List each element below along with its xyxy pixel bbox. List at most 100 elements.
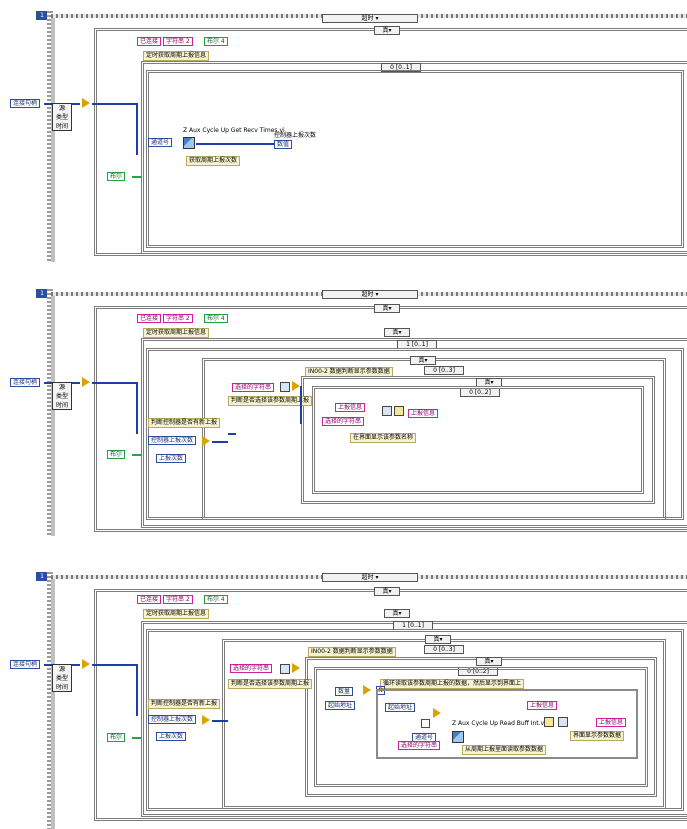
multiply-node xyxy=(363,685,371,695)
time-type-label: 源类型时间 xyxy=(52,382,72,410)
for-loop-frame xyxy=(376,689,638,759)
connection-handle-input[interactable]: 连接句柄 xyxy=(10,378,41,387)
outer-case-selector[interactable]: 真▾ xyxy=(374,304,400,313)
connected-tag[interactable]: 已连接 xyxy=(137,37,162,46)
interface-caption: 界面显示参数数据 xyxy=(570,731,625,741)
vi-icon[interactable] xyxy=(183,137,195,149)
case4-selector[interactable]: 真▾ xyxy=(425,635,451,644)
loop-caption: 循环读取该参数周期上报的数据，然后显示到界面上 xyxy=(380,679,525,689)
frame-index[interactable]: 1 xyxy=(36,289,48,298)
case2-selector[interactable]: 真▾ xyxy=(384,328,410,337)
timeout-case-selector[interactable]: 超时 ▾ xyxy=(322,14,418,23)
axis-input[interactable]: 通道号 xyxy=(148,138,173,147)
report-info-input[interactable]: 上报信息 xyxy=(527,701,558,710)
wire xyxy=(132,176,142,178)
connection-handle-input[interactable]: 连接句柄 xyxy=(10,99,41,108)
wire xyxy=(212,441,228,443)
wire xyxy=(132,454,142,456)
concat-icon xyxy=(558,717,568,727)
output-indicator[interactable]: 数值 xyxy=(274,140,293,149)
wire xyxy=(196,143,274,145)
case3-selector[interactable]: 0 [0..3] xyxy=(424,645,464,654)
timeout-case-selector[interactable]: 超时 ▾ xyxy=(322,573,418,582)
case4-selector[interactable]: 真▾ xyxy=(410,356,436,365)
case5-container-selector[interactable]: 真▾ xyxy=(476,657,502,666)
bool-input[interactable]: 布尔 xyxy=(107,450,126,459)
count-input[interactable]: 数量 xyxy=(335,687,354,696)
outer-case-selector[interactable]: 真▾ xyxy=(374,587,400,596)
match-icon xyxy=(280,382,290,392)
bool-input[interactable]: 布尔 xyxy=(107,733,126,742)
array-icon xyxy=(382,406,392,416)
interface-caption: 在界面显示该参数名称 xyxy=(350,433,417,443)
report-info-output[interactable]: 上报信息 xyxy=(596,718,627,727)
start-input[interactable]: 起始地址 xyxy=(325,701,356,710)
inner-case-frame xyxy=(141,338,687,528)
vi-caption: 获取周期上报次数 xyxy=(186,156,241,166)
group-title: 定时获取周期上报信息 xyxy=(143,328,210,338)
group-title: 定时获取周期上报信息 xyxy=(143,609,210,619)
panel-2: 1 超时 ▾ 真▾ 已连接 字符串 2 布尔 4 定时获取周期上报信息 真▾ 1… xyxy=(0,278,687,536)
wire xyxy=(92,103,138,105)
select-node xyxy=(292,663,300,673)
string-constant[interactable]: 字符串 2 xyxy=(163,37,193,46)
inner-frame-content xyxy=(146,629,684,811)
wire xyxy=(92,664,138,666)
wire xyxy=(132,737,142,739)
not-equal-node xyxy=(202,436,210,446)
numeric-constant[interactable]: 布尔 4 xyxy=(204,595,228,604)
judge-caption: 判断是否选择该参数周期上报 xyxy=(228,679,313,689)
compare-node xyxy=(82,98,90,108)
wire xyxy=(212,720,228,722)
not-equal-node xyxy=(202,715,210,725)
judge-label: 判断控制器是否有新上报 xyxy=(148,418,221,428)
last-count-input[interactable]: 上报次数 xyxy=(156,454,187,463)
last-count-input[interactable]: 上报次数 xyxy=(156,732,187,741)
string-input[interactable]: 选择的字符串 xyxy=(230,664,273,673)
string-constant[interactable]: 字符串 2 xyxy=(163,314,193,323)
case3-selector[interactable]: 0 [0..3] xyxy=(424,366,464,375)
compare-node xyxy=(82,377,90,387)
judge-caption: 判断是否选择该参数周期上报 xyxy=(228,396,313,406)
output-label: 控制器上报次数 xyxy=(274,132,317,139)
build-icon xyxy=(544,717,554,727)
sequence-left-edge xyxy=(47,11,53,262)
inner-case-frame xyxy=(141,61,687,254)
case5-frame xyxy=(312,386,644,494)
vi-icon[interactable] xyxy=(452,731,464,743)
compare-node xyxy=(82,659,90,669)
frame-index[interactable]: 1 xyxy=(36,572,48,581)
outer-case-selector[interactable]: 真▾ xyxy=(374,26,400,35)
wire xyxy=(136,664,138,716)
report-info-input[interactable]: 上报信息 xyxy=(335,403,366,412)
vi-name: Z Aux Cycle Up Read Buff Int.vi xyxy=(452,720,546,727)
report-count-input[interactable]: 控制器上报次数 xyxy=(148,436,197,445)
connection-handle-input[interactable]: 连接句柄 xyxy=(10,660,41,669)
case5-frame xyxy=(314,667,648,787)
frame-index[interactable]: 1 xyxy=(36,11,48,20)
add-node xyxy=(433,708,441,718)
wire xyxy=(136,382,138,434)
connected-tag[interactable]: 已连接 xyxy=(137,595,162,604)
judge-label: 判断控制器是否有新上报 xyxy=(148,699,221,709)
numeric-constant[interactable]: 布尔 4 xyxy=(204,314,228,323)
start-addr-input[interactable]: 起始地址 xyxy=(385,703,416,712)
numeric-constant[interactable]: 布尔 4 xyxy=(204,37,228,46)
connected-tag[interactable]: 已连接 xyxy=(137,314,162,323)
selected-string-input[interactable]: 选择的字符串 xyxy=(398,741,441,750)
timeout-case-selector[interactable]: 超时 ▾ xyxy=(322,290,418,299)
selected-string-input[interactable]: 选择的字符串 xyxy=(322,417,365,426)
panel-1: 1 超时 ▾ 真▾ 已连接 字符串 2 布尔 4 定时获取周期上报信息 0 [0… xyxy=(0,0,687,262)
string-input[interactable]: 选择的字符串 xyxy=(232,383,275,392)
vi-name: Z Aux Cycle Up Get Recv Times.vi xyxy=(183,127,285,134)
bool-input[interactable]: 布尔 xyxy=(107,172,126,181)
case2-selector[interactable]: 真▾ xyxy=(384,609,410,618)
report-info-output[interactable]: 上报信息 xyxy=(408,409,439,418)
panel-3: 1 超时 ▾ 真▾ 已连接 字符串 2 布尔 4 定时获取周期上报信息 真▾ 1… xyxy=(0,561,687,829)
report-count-input[interactable]: 控制器上报次数 xyxy=(148,715,197,724)
inner-frame-content xyxy=(146,70,684,248)
wire xyxy=(136,103,138,155)
vi-caption: 从周期上报里面读取参数数据 xyxy=(462,745,547,755)
string-constant[interactable]: 字符串 2 xyxy=(163,595,193,604)
time-type-label: 源类型时间 xyxy=(52,103,72,131)
